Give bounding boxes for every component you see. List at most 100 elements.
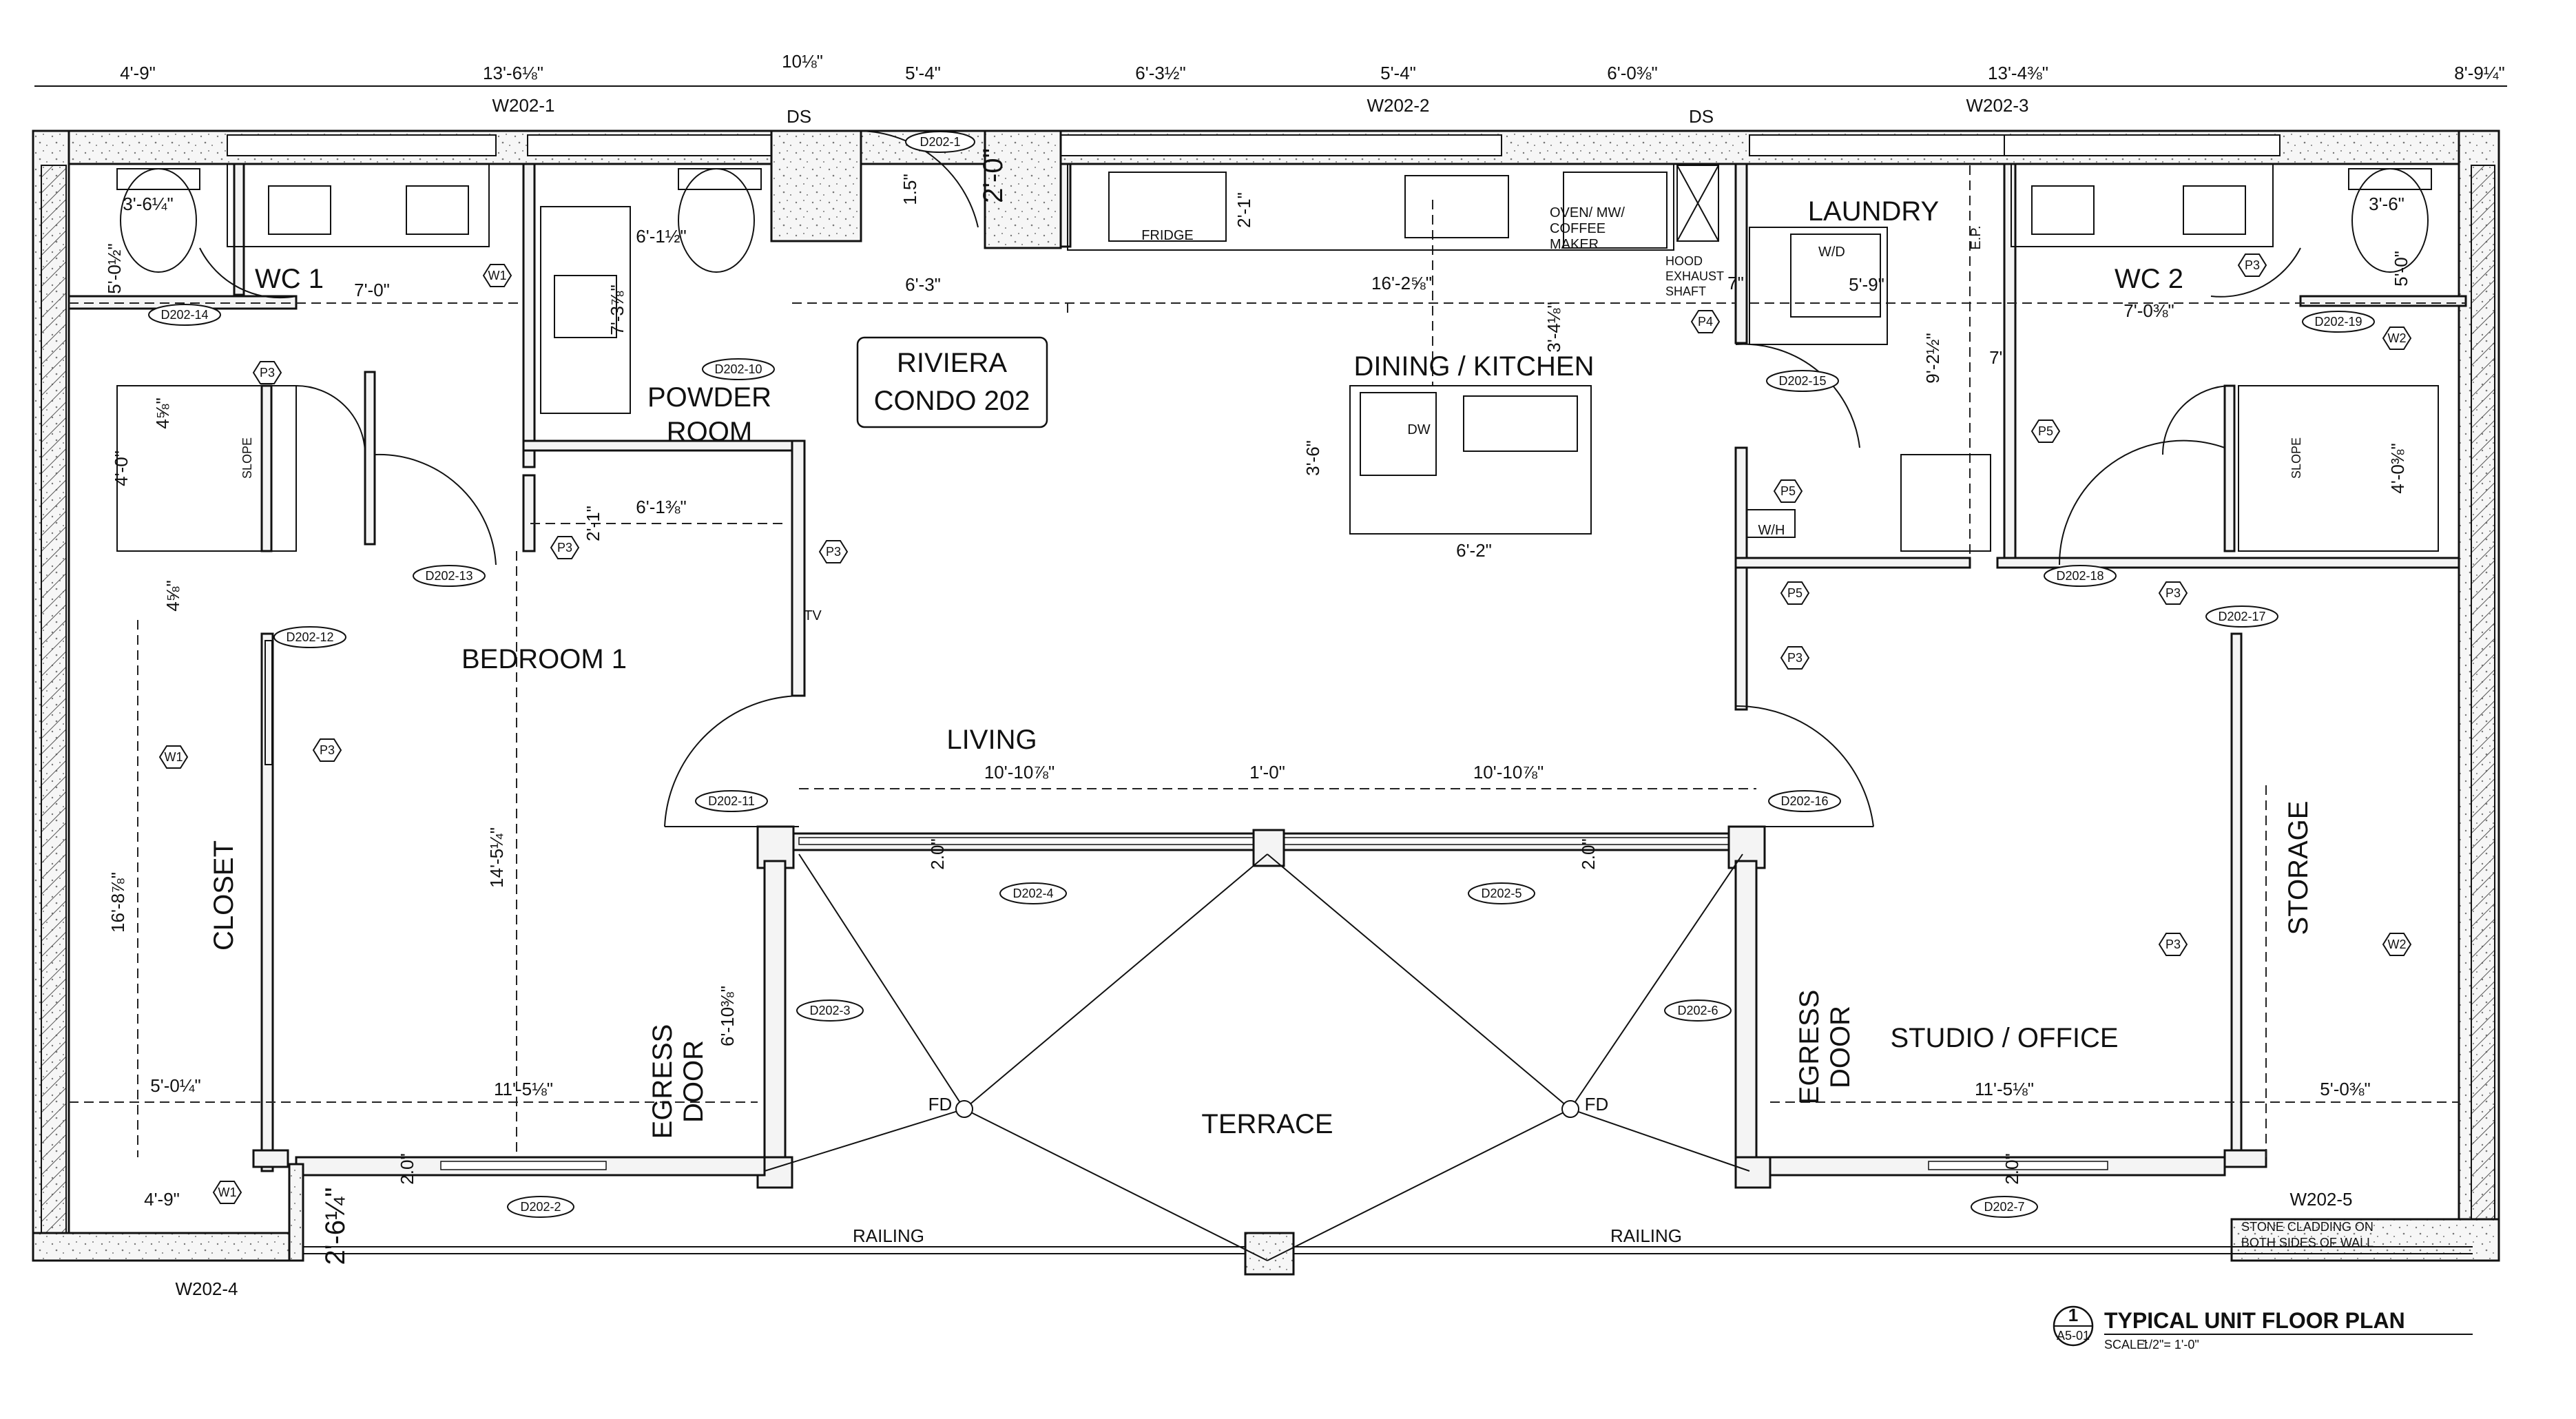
title-block-scale-value: 1/2"= 1'-0" — [2142, 1338, 2199, 1351]
room-label-terrace: TERRACE — [1201, 1109, 1333, 1139]
interior-dimensions: 7'-0" 3'-6¼" 5'-0½" 6'-1½" 7'-3⅞" 6'-1⅜"… — [104, 148, 2411, 1265]
wall-tag-p3-living: P3 — [1780, 646, 1810, 670]
top-dimension-string: 4'-9" 13'-6⅛" 10⅛" 5'-4" 6'-3½" 5'-4" 6'… — [34, 51, 2507, 87]
title-block-scale-label: SCALE: — [2104, 1338, 2148, 1351]
door-tag-d202-6: D202-6 — [1664, 999, 1732, 1022]
wall-tag-p3-hall: P3 — [550, 536, 580, 559]
slope-label-right: SLOPE — [2289, 437, 2303, 479]
wall-tag-w1-closet: W1 — [158, 745, 189, 769]
door-tag-d202-3: D202-3 — [796, 999, 864, 1022]
downspout-label-right: DS — [1689, 106, 1714, 127]
window-tag-w202-4: W202-4 — [175, 1278, 238, 1299]
railing-label-left: RAILING — [853, 1225, 924, 1246]
dim-entry-20: 2'-0" — [978, 148, 1008, 203]
dim-door-d: 2.0" — [2002, 1153, 2022, 1184]
wall-tag-w2-storage: W2 — [2382, 933, 2412, 956]
hood-label-2: EXHAUST — [1665, 269, 1724, 283]
svg-text:W1: W1 — [165, 750, 183, 764]
dim-door-a: 2.0" — [927, 838, 948, 869]
dim-wc1-bottom: 4'-9" — [144, 1189, 180, 1210]
svg-text:P3: P3 — [1787, 651, 1803, 665]
wall-tag-p5-wc2: P5 — [2030, 420, 2061, 443]
electric-panel-label: E.P. — [1969, 225, 1984, 249]
dim-living-right: 10'-10⅞" — [1473, 762, 1544, 783]
railing-label-right: RAILING — [1610, 1225, 1682, 1246]
svg-text:D202-12: D202-12 — [286, 630, 333, 644]
svg-text:P3: P3 — [320, 743, 335, 757]
wall-tag-p4: P4 — [1690, 310, 1721, 333]
svg-text:P5: P5 — [1787, 586, 1803, 600]
door-tag-d202-16: D202-16 — [1768, 790, 1841, 812]
dim-closet-height: 16'-8⅞" — [107, 872, 128, 933]
downspout-label-left: DS — [787, 106, 811, 127]
oven-label-3: MAKER — [1550, 237, 1599, 252]
oven-label-1: OVEN/ MW/ — [1550, 205, 1625, 220]
svg-text:D202-3: D202-3 — [809, 1004, 850, 1017]
room-label-bedroom1: BEDROOM 1 — [461, 644, 627, 674]
svg-text:P3: P3 — [2165, 938, 2181, 951]
reference-lines — [69, 165, 2466, 1157]
svg-text:P3: P3 — [557, 541, 572, 555]
wall-tag-p3-studio: P3 — [2158, 933, 2188, 956]
stone-cladding-note-2: BOTH SIDES OF WALL — [2241, 1236, 2374, 1250]
svg-text:W2: W2 — [2388, 938, 2407, 951]
door-tags: D202-1 D202-14 D202-10 D202-13 D202-12 D… — [148, 131, 2375, 1218]
title-block: 1 A5-01 TYPICAL UNIT FLOOR PLAN SCALE: 1… — [2053, 1305, 2473, 1351]
wall-tag-w2-wc2: W2 — [2382, 327, 2412, 350]
window-tag-w202-3: W202-3 — [1966, 95, 2028, 116]
dim-closet-offset: 4⅝" — [163, 580, 183, 611]
dim-hall-width: 6'-1⅜" — [636, 497, 686, 517]
dim-bedroom-height: 14'-5¼" — [486, 827, 507, 888]
svg-text:P3: P3 — [2165, 586, 2181, 600]
hood-label-1: HOOD — [1665, 254, 1703, 268]
door-tag-d202-12: D202-12 — [273, 626, 346, 648]
egress-door-left-1: EGRESS — [647, 1024, 678, 1139]
wall-tag-p3-wc2: P3 — [2237, 253, 2267, 277]
room-label-storage: STORAGE — [2283, 801, 2314, 935]
room-labels: WC 1 POWDER ROOM BEDROOM 1 CLOSET LIVING… — [209, 196, 2314, 1139]
room-label-powder-2: ROOM — [667, 417, 752, 447]
exterior-walls — [32, 130, 2500, 1262]
svg-text:D202-15: D202-15 — [1778, 374, 1826, 388]
wall-tag-p3-tv: P3 — [818, 540, 849, 563]
wall-tag-p3-storage: P3 — [2158, 581, 2188, 605]
dim-laundry-7: 7" — [1989, 347, 2006, 368]
dim-kitchen-width: 16'-2⅝" — [1371, 273, 1432, 293]
svg-text:D202-16: D202-16 — [1780, 794, 1828, 808]
dim-living-left: 10'-10⅞" — [984, 762, 1055, 783]
dim-wc2-width: 7'-0⅜" — [2123, 300, 2174, 321]
dim-top-1: 4'-9" — [120, 63, 156, 83]
dim-wc2-height: 5'-0" — [2391, 251, 2411, 287]
svg-text:D202-5: D202-5 — [1481, 887, 1521, 900]
door-tag-d202-4: D202-4 — [999, 882, 1067, 904]
slope-label-left: SLOPE — [240, 437, 254, 479]
dim-top-7: 6'-0⅜" — [1607, 63, 1657, 83]
dim-top-9: 8'-9¼" — [2454, 63, 2504, 83]
svg-text:D202-10: D202-10 — [714, 362, 762, 376]
title-block-sheet: A5-01 — [2057, 1329, 2090, 1343]
svg-text:P3: P3 — [2245, 258, 2260, 272]
dim-entry-width: 6'-3" — [905, 274, 941, 295]
dim-closet-width: 5'-0¼" — [150, 1075, 200, 1096]
dim-island-height: 3'-6" — [1302, 440, 1323, 476]
svg-text:P3: P3 — [260, 366, 275, 380]
fixture-labels: FRIDGE OVEN/ MW/ COFFEE MAKER HOOD EXHAU… — [240, 205, 2374, 1250]
door-tag-d202-18: D202-18 — [2044, 565, 2117, 587]
project-name-line1: RIVIERA — [897, 348, 1007, 378]
window-tag-w202-5: W202-5 — [2289, 1189, 2352, 1210]
svg-text:D202-11: D202-11 — [708, 794, 755, 808]
svg-text:D202-19: D202-19 — [2314, 315, 2362, 329]
dim-shower1-width: 4⅝" — [152, 397, 173, 428]
wall-tag-p5-laundry: P5 — [1773, 479, 1803, 503]
dim-living-mid: 1'-0" — [1249, 762, 1285, 783]
door-tag-d202-17: D202-17 — [2205, 605, 2278, 628]
svg-text:D202-4: D202-4 — [1012, 887, 1053, 900]
dim-hall-height: 2'-1" — [583, 506, 603, 541]
door-tag-d202-10: D202-10 — [702, 358, 775, 380]
dim-laundry-height: 9'-2½" — [1922, 333, 1943, 383]
floor-drain-label-left: FD — [928, 1094, 953, 1115]
svg-text:D202-2: D202-2 — [520, 1200, 561, 1214]
oven-label-2: COFFEE — [1550, 221, 1606, 236]
dim-fridge-height: 2'-1" — [1234, 192, 1254, 228]
